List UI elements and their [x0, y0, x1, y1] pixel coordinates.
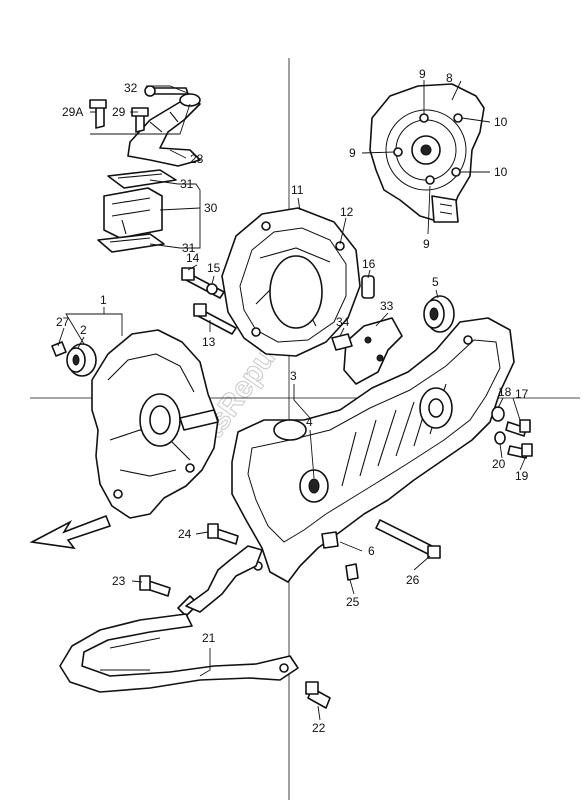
- callout-30: 30: [204, 201, 218, 215]
- crankcase-right: [231, 317, 515, 583]
- callout-32: 32: [124, 81, 138, 95]
- callout-25: 25: [346, 595, 360, 609]
- callout-31-top: 31: [180, 177, 194, 191]
- callout-labels: 1 2 27 3 4 5 6 8 9 9 9 10 10 11 12 13 14…: [56, 67, 529, 735]
- callout-16: 16: [362, 257, 376, 271]
- callout-9-bottom: 9: [423, 237, 430, 251]
- callout-5: 5: [432, 275, 439, 289]
- callout-8: 8: [446, 71, 453, 85]
- callout-17: 17: [515, 387, 529, 401]
- callout-26: 26: [406, 573, 420, 587]
- callout-27: 27: [56, 315, 70, 329]
- callout-34: 34: [336, 315, 350, 329]
- callout-15: 15: [207, 261, 221, 275]
- callout-11: 11: [291, 183, 304, 197]
- callout-6: 6: [368, 544, 375, 558]
- callout-28: 28: [190, 152, 204, 166]
- callout-31-bottom: 31: [182, 241, 196, 255]
- callout-29: 29: [112, 105, 126, 119]
- callout-3: 3: [290, 369, 297, 383]
- intake-pipe: [89, 85, 201, 167]
- bolts-lower: [139, 523, 331, 709]
- reed-valve-assembly: [97, 169, 177, 253]
- fasteners-upper: [181, 267, 403, 385]
- callout-33: 33: [380, 299, 394, 313]
- callout-23: 23: [112, 574, 126, 588]
- callout-10-bottom: 10: [494, 165, 508, 179]
- pump-cover: [369, 83, 485, 223]
- callout-13: 13: [202, 335, 216, 349]
- callout-18: 18: [498, 385, 512, 399]
- callout-29A: 29A: [62, 105, 83, 119]
- clutch-cover: [221, 207, 361, 357]
- front-arrow-icon: [29, 514, 112, 550]
- callout-24: 24: [178, 527, 192, 541]
- callout-19: 19: [515, 469, 529, 483]
- crankcase-left: [51, 329, 219, 519]
- callout-12: 12: [340, 205, 354, 219]
- callout-20: 20: [492, 457, 506, 471]
- callout-2: 2: [80, 323, 87, 337]
- callout-4: 4: [306, 415, 313, 429]
- callout-1: 1: [100, 293, 107, 307]
- bearing-right: [423, 295, 455, 333]
- callout-14: 14: [186, 251, 200, 265]
- callout-22: 22: [312, 721, 326, 735]
- callout-21: 21: [202, 631, 216, 645]
- callout-9-top: 9: [419, 67, 426, 81]
- leader-lines: [57, 80, 527, 721]
- stand-bracket: [59, 545, 299, 693]
- callout-10-top: 10: [494, 115, 508, 129]
- callout-9-left: 9: [349, 146, 356, 160]
- fasteners-right: [491, 406, 533, 459]
